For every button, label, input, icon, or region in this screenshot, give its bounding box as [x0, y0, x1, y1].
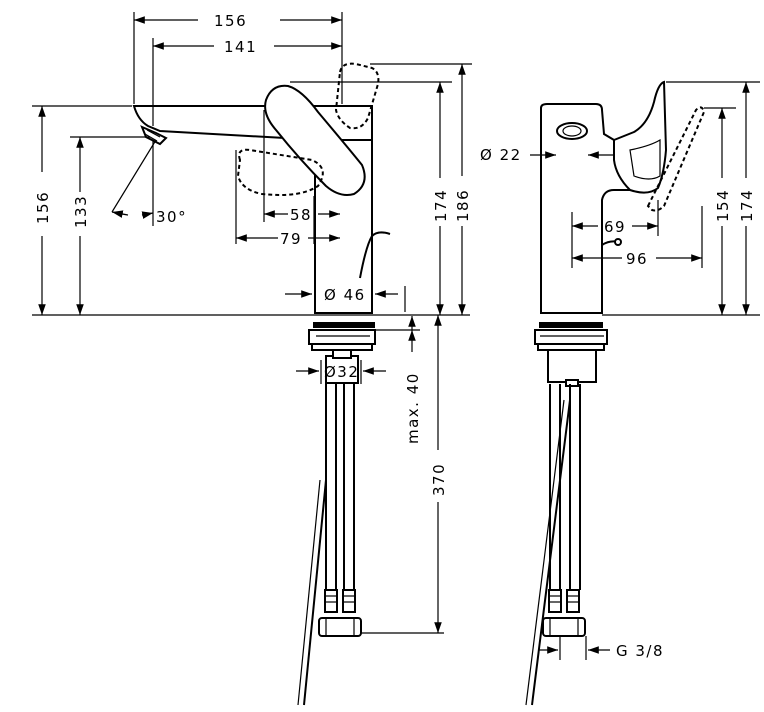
side-hose-fittings: [542, 589, 586, 637]
dim-diameter-22: Ø 22: [480, 146, 522, 164]
front-handle-up-position: [334, 62, 380, 130]
side-handle: [613, 80, 668, 194]
dim-156-left: 156: [34, 191, 52, 224]
dim-max-40: max. 40: [404, 372, 422, 444]
dim-141: 141: [224, 38, 257, 56]
front-spout: [132, 105, 373, 141]
front-aerator: [140, 125, 168, 146]
dim-diameter-32: Ø32: [324, 363, 359, 381]
side-aerator: [556, 122, 588, 140]
dim-79: 79: [280, 230, 302, 248]
dim-133: 133: [72, 195, 90, 228]
front-dimensions: 156 141 156 133 30° 58 79 Ø 46 174 186 Ø…: [34, 12, 472, 633]
dim-69: 69: [604, 218, 626, 236]
dim-96: 96: [626, 250, 648, 268]
front-body: [314, 106, 373, 314]
dim-370: 370: [430, 463, 448, 496]
front-hoses: [325, 382, 355, 590]
dim-174-side: 174: [738, 189, 756, 222]
front-view: [132, 62, 391, 706]
side-handle-tilted-position: [646, 106, 706, 212]
side-view: [525, 80, 706, 706]
side-base-ring: [534, 329, 608, 345]
dim-30-degree: 30°: [156, 208, 187, 226]
front-handle-down-position: [236, 148, 324, 196]
front-drain-lever: [359, 231, 391, 279]
dim-diameter-46: Ø 46: [324, 286, 366, 304]
dim-58: 58: [290, 206, 312, 224]
dim-g-3-8: G 3/8: [616, 642, 664, 660]
dim-156-top: 156: [214, 12, 247, 30]
front-handle: [264, 84, 366, 196]
front-hose-fittings: [318, 589, 362, 637]
side-hoses: [549, 384, 581, 590]
front-extension-lines: [32, 12, 472, 634]
front-popup-rod: [303, 479, 327, 706]
dim-154: 154: [714, 189, 732, 222]
side-popup-rod: [531, 399, 571, 706]
side-dimensions: Ø 22 69 96 154 174 G 3/8: [480, 82, 756, 660]
dim-186: 186: [454, 189, 472, 222]
side-extension-lines: [559, 81, 760, 660]
dim-174: 174: [432, 189, 450, 222]
front-base-ring: [308, 329, 376, 345]
